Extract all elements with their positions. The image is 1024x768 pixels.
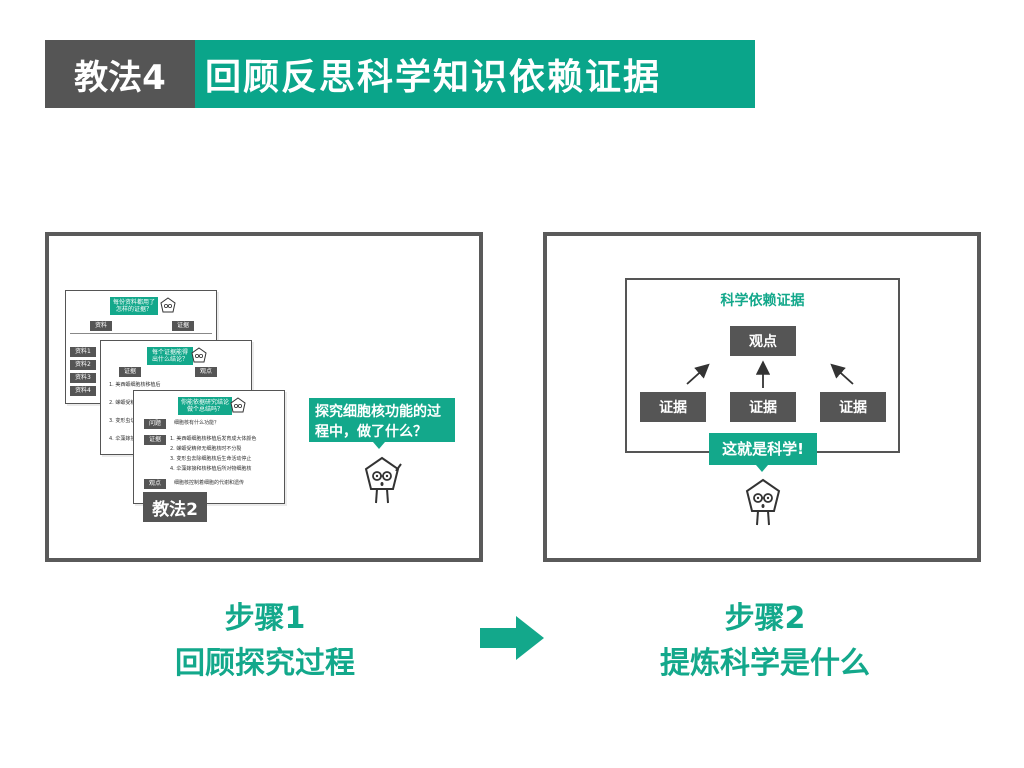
worksheet-page-3: 你能依据研究结论做个总结吗？ 问题 细胞核有什么功能？ 证据 1. 美西螈细胞核… [133, 390, 285, 504]
page3-question: 你能依据研究结论做个总结吗？ [178, 397, 232, 415]
method-2-badge: 教法2 [143, 492, 207, 522]
robot-icon-small [160, 297, 176, 319]
divider [70, 333, 212, 334]
right-arrow-icon [480, 614, 546, 666]
page2-line-1: 1. 美西螈细胞核移植后 [109, 382, 161, 388]
robot-icon-small [191, 347, 207, 369]
method-tag: 教法4 [45, 40, 195, 108]
robot-character-icon [360, 455, 404, 511]
page1-row-1: 资料1 [70, 347, 96, 357]
step-1-description: 回顾探究过程 [175, 646, 355, 681]
diagram-arrows [686, 360, 854, 388]
page1-col-left: 资料 [90, 321, 113, 331]
node-evidence-2: 证据 [730, 392, 796, 422]
page3-evidence-4: 4. 伞藻嫁接和核移植后所对物细胞核 [170, 466, 252, 472]
page3-label-question: 问题 [144, 419, 167, 429]
step-2-title: 步骤2 [724, 601, 806, 636]
page-title: 回顾反思科学知识依赖证据 [195, 40, 755, 108]
page3-question-text: 细胞核有什么功能？ [174, 420, 220, 426]
page2-question: 每个证据能得出什么结论？ [147, 347, 193, 365]
page3-view-text: 细胞核控制着细胞的代谢和遗传 [174, 480, 245, 486]
arrow-left [686, 363, 710, 385]
node-evidence-3: 证据 [820, 392, 886, 422]
page1-question: 每份资料都用了怎样的证据？ [110, 297, 158, 315]
page2-col-right: 观点 [195, 367, 218, 377]
page1-row-4: 资料4 [70, 386, 96, 396]
left-bubble-tail [373, 442, 385, 449]
page3-evidence-3: 3. 变形虫去除细胞核后生命活动停止 [170, 456, 252, 462]
page3-label-evidence: 证据 [144, 435, 167, 445]
left-speech-bubble: 探究细胞核功能的过程中，做了什么？ [309, 398, 455, 442]
step-2-description: 提炼科学是什么 [660, 646, 870, 681]
page3-label-view: 观点 [144, 479, 167, 489]
page1-col-right: 证据 [172, 321, 195, 331]
right-bubble-tail [756, 465, 768, 472]
node-evidence-1: 证据 [640, 392, 706, 422]
page1-row-3: 资料3 [70, 373, 96, 383]
step-1-title: 步骤1 [224, 601, 306, 636]
node-viewpoint: 观点 [730, 326, 796, 356]
page3-evidence-2: 2. 蝾螈受精卵无细胞核时不分裂 [170, 446, 242, 452]
science-diagram-title: 科学依赖证据 [720, 293, 805, 309]
page2-line-4: 4. 伞藻嫁接与核移植 [109, 436, 155, 442]
page2-col-left: 证据 [119, 367, 142, 377]
arrow-right [830, 363, 854, 385]
robot-character-icon [741, 477, 785, 533]
page2-line-3: 3. 变形虫切成两半 [109, 418, 151, 424]
page1-row-2: 资料2 [70, 360, 96, 370]
page2-line-2: 2. 蝾螈受精卵横缢 [109, 400, 151, 406]
robot-icon-small [230, 397, 246, 419]
page3-evidence-1: 1. 美西螈细胞核移植后发育成大体颜色 [170, 436, 257, 442]
right-speech-bubble: 这就是科学! [709, 433, 817, 465]
